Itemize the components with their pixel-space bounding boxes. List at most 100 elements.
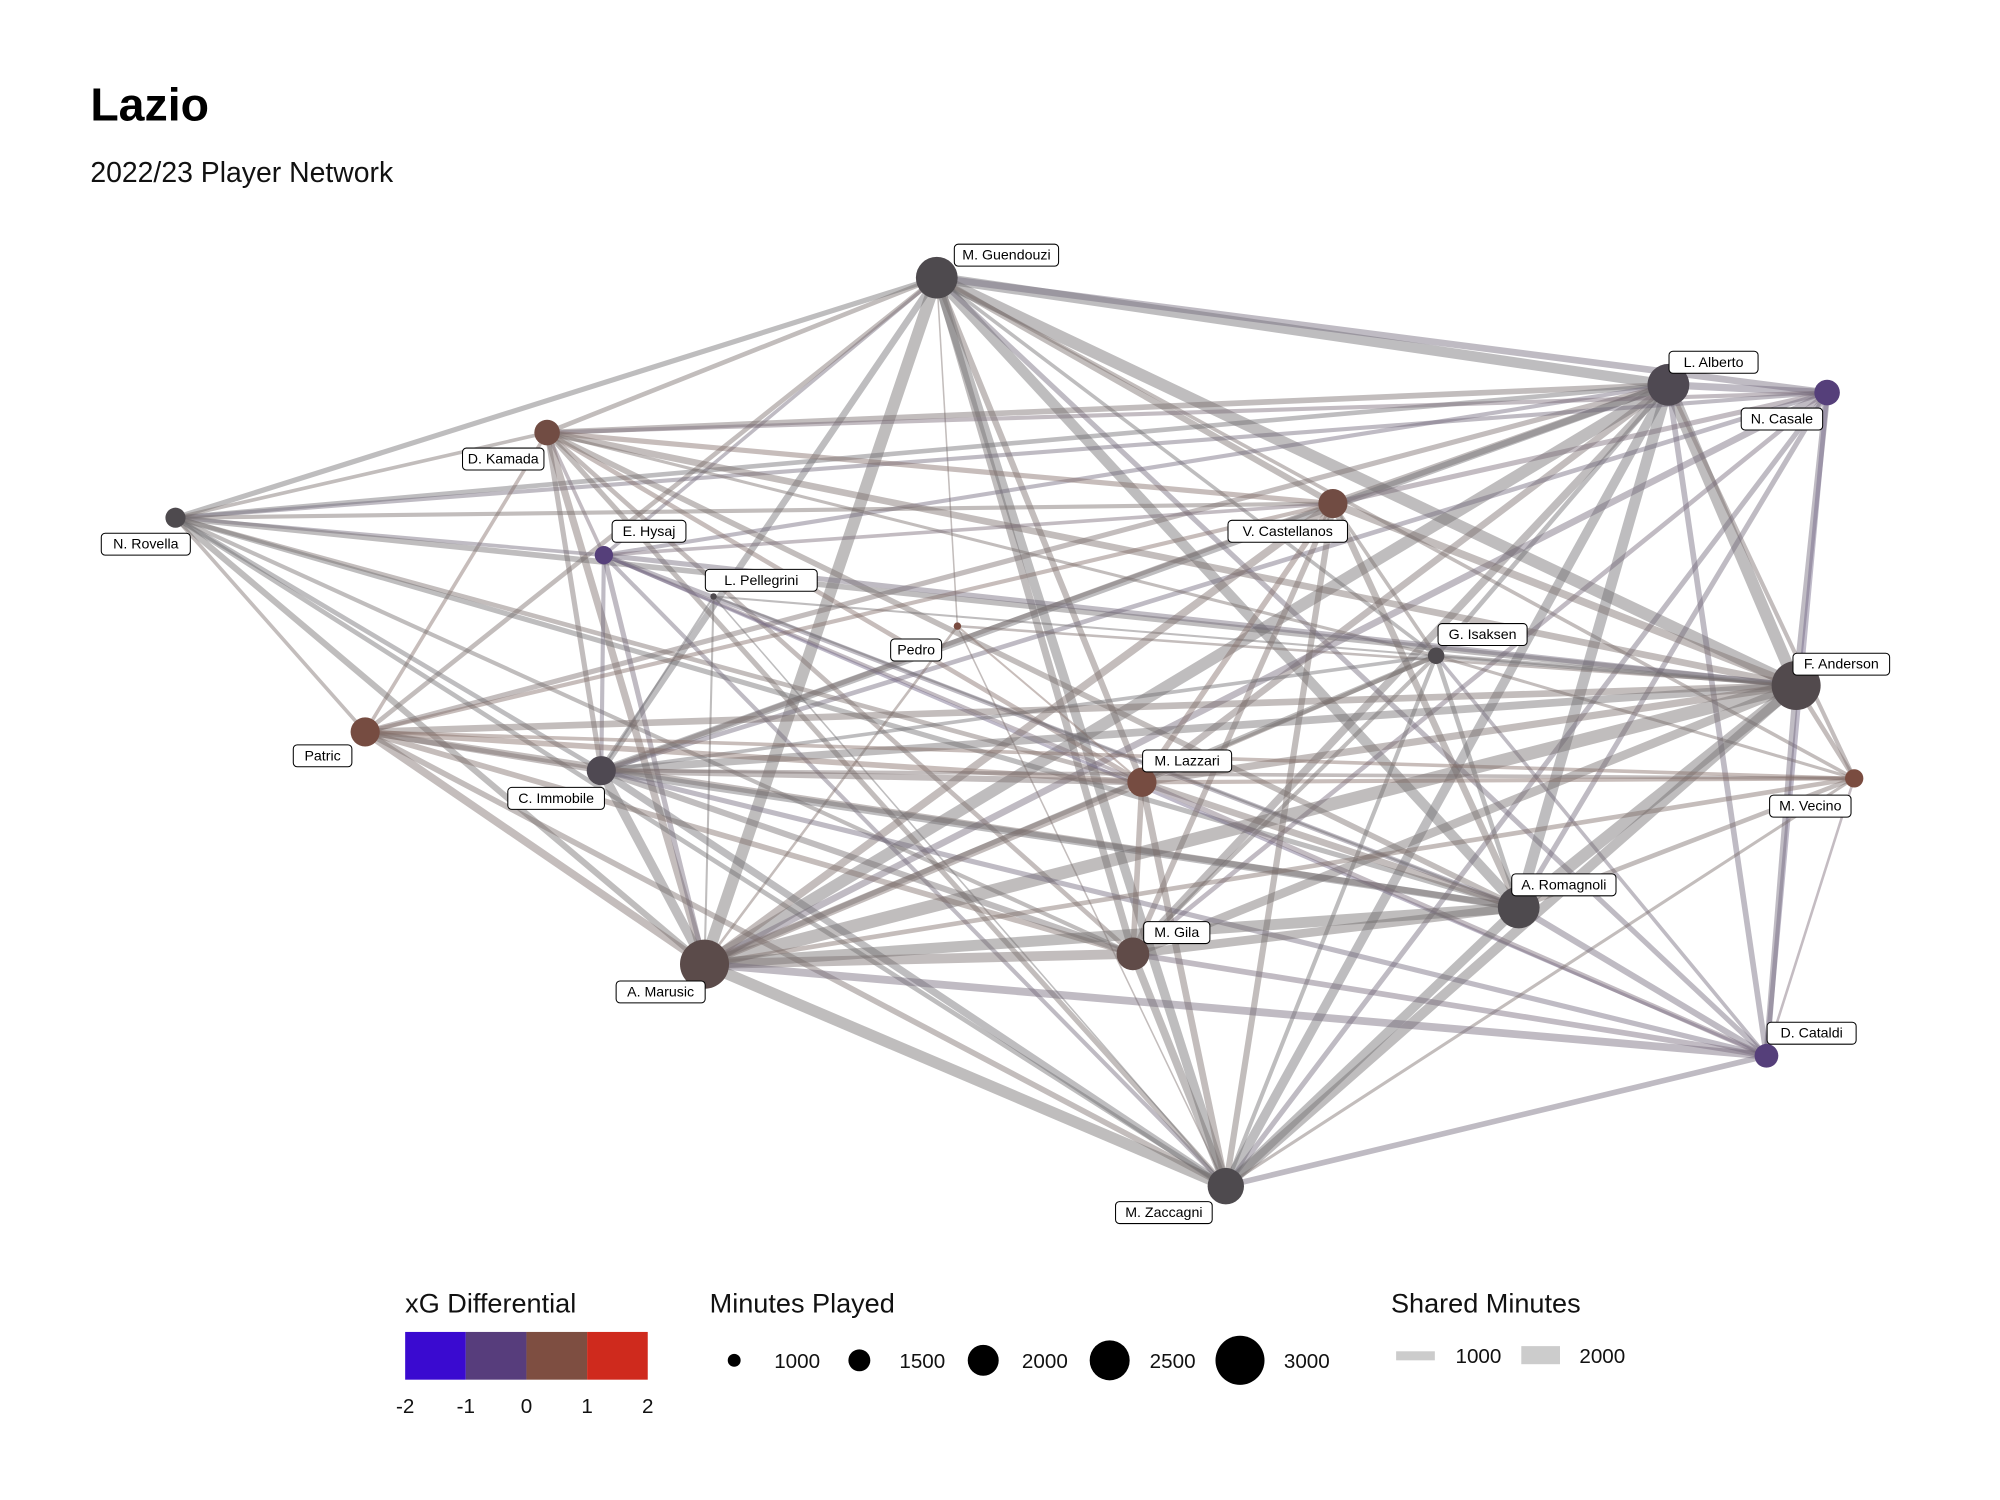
edge-g-isaksen-c-immobile — [601, 654, 1437, 773]
node-label-box — [1766, 1021, 1857, 1045]
node-label-box — [1792, 652, 1891, 676]
node-d-kamada — [534, 419, 560, 446]
edge-g-isaksen-f-anderson — [1435, 653, 1797, 688]
node-label-pedro: Pedro — [890, 638, 943, 662]
node-label-text: E. Hysaj — [623, 524, 676, 540]
node-label-m-zaccagni: M. Zaccagni — [1115, 1201, 1213, 1225]
edge-e-hysaj-m-lazzari — [603, 553, 1143, 784]
edge-l-alberto-n-rovella — [175, 382, 1669, 521]
legend-shared-line-2000 — [1521, 1346, 1560, 1365]
node-m-vecino — [1845, 769, 1864, 788]
node-label-text: A. Marusic — [627, 984, 694, 1000]
node-label-n-rovella: N. Rovella — [100, 532, 191, 556]
node-m-lazzari — [1127, 767, 1157, 797]
node-label-text: N. Rovella — [113, 537, 179, 553]
edge-patric-m-vecino — [365, 730, 1855, 781]
edge-m-lazzari-a-romagnoli — [1140, 779, 1520, 911]
edge-l-alberto-m-lazzari — [1139, 382, 1671, 785]
node-label-text: M. Lazzari — [1154, 753, 1219, 769]
legend-xg-swatch — [526, 1331, 588, 1380]
node-label-text: C. Immobile — [518, 791, 594, 807]
edge-d-kamada-v-castellanos — [546, 430, 1334, 507]
node-a-marusic — [680, 939, 730, 989]
edge-m-gila-m-zaccagni — [1129, 952, 1230, 1188]
edge-a-romagnoli-d-cataldi — [1517, 904, 1769, 1059]
edge-g-isaksen-a-romagnoli — [1433, 655, 1521, 909]
edge-v-castellanos-a-romagnoli — [1329, 502, 1522, 909]
edge-f-anderson-d-cataldi — [1763, 685, 1800, 1057]
edge-v-castellanos-g-isaksen — [1331, 502, 1438, 657]
edge-d-kamada-n-rovella — [175, 430, 548, 520]
edge-m-gila-a-marusic — [704, 948, 1134, 970]
chart-subtitle: 2022/23 Player Network — [90, 157, 394, 189]
edge-l-alberto-m-vecino — [1666, 383, 1857, 780]
edge-d-kamada-patric — [363, 431, 549, 733]
edge-n-casale-m-zaccagni — [1223, 391, 1830, 1188]
edge-l-pellegrini-a-romagnoli — [713, 595, 1520, 909]
edge-f-anderson-m-zaccagni — [1222, 681, 1800, 1190]
node-label-box — [890, 638, 943, 662]
edge-a-romagnoli-m-zaccagni — [1222, 904, 1522, 1190]
legend-minutes-dot — [727, 1353, 741, 1367]
node-label-box — [1511, 873, 1617, 897]
edge-l-alberto-d-kamada — [546, 382, 1669, 436]
edge-l-alberto-e-hysaj — [603, 382, 1669, 558]
node-v-castellanos — [1318, 488, 1348, 519]
edge-m-guendouzi-d-kamada — [546, 275, 938, 435]
edge-n-casale-c-immobile — [600, 390, 1828, 773]
legend-shared-label: 1000 — [1455, 1345, 1501, 1368]
edge-m-guendouzi-d-cataldi — [935, 275, 1769, 1058]
edge-f-anderson-a-romagnoli — [1515, 680, 1800, 913]
node-a-romagnoli — [1497, 886, 1540, 929]
edge-l-alberto-a-marusic — [701, 379, 1672, 970]
edge-c-immobile-m-gila — [600, 767, 1134, 957]
edge-m-guendouzi-g-isaksen — [935, 276, 1438, 658]
edge-n-casale-m-gila — [1131, 390, 1829, 956]
edge-n-rovella-v-castellanos — [175, 501, 1333, 520]
edge-l-alberto-g-isaksen — [1434, 383, 1671, 658]
node-n-rovella — [165, 507, 186, 528]
edge-m-guendouzi-n-rovella — [174, 275, 938, 521]
edge-m-lazzari-m-zaccagni — [1138, 781, 1230, 1187]
edge-pedro-a-marusic — [703, 625, 959, 965]
edge-patric-m-gila — [364, 729, 1134, 957]
edge-l-alberto-n-casale — [1668, 381, 1828, 397]
edge-m-guendouzi-pedro — [936, 277, 959, 627]
node-label-box — [615, 980, 706, 1004]
edge-f-anderson-patric — [365, 682, 1797, 736]
edge-v-castellanos-m-zaccagni — [1222, 503, 1336, 1187]
legend-xg-tick: 2 — [642, 1395, 653, 1418]
edge-n-casale-n-rovella — [175, 390, 1828, 520]
node-label-text: D. Cataldi — [1780, 1026, 1842, 1042]
edge-f-anderson-m-gila — [1131, 681, 1798, 958]
legend-xg-swatch — [465, 1331, 527, 1380]
node-label-text: L. Pellegrini — [724, 573, 798, 589]
node-label-text: Patric — [304, 748, 340, 764]
edge-g-isaksen-d-cataldi — [1434, 654, 1768, 1057]
edge-d-kamada-m-lazzari — [545, 430, 1144, 785]
node-label-m-guendouzi: M. Guendouzi — [953, 243, 1060, 267]
edge-a-marusic-m-zaccagni — [702, 958, 1229, 1192]
edge-patric-a-marusic — [362, 728, 707, 968]
edge-patric-m-lazzari — [364, 729, 1143, 786]
edge-n-casale-d-cataldi — [1764, 392, 1830, 1057]
node-label-box — [462, 447, 545, 471]
edge-n-rovella-c-immobile — [174, 515, 603, 773]
edge-v-castellanos-c-immobile — [600, 501, 1334, 773]
edge-d-kamada-f-anderson — [546, 429, 1797, 689]
node-patric — [350, 717, 380, 747]
legend-xg-tick: 1 — [581, 1395, 592, 1418]
edge-l-alberto-a-romagnoli — [1513, 383, 1674, 909]
legend-xg-swatch — [405, 1331, 466, 1380]
node-l-alberto — [1647, 363, 1690, 406]
edge-v-castellanos-m-gila — [1130, 502, 1336, 956]
legend-xg-tick: -1 — [457, 1395, 475, 1418]
legend-xg-title: xG Differential — [405, 1288, 576, 1319]
node-label-text: M. Vecino — [1779, 799, 1841, 815]
node-label-box — [292, 744, 353, 768]
node-label-box — [611, 519, 687, 543]
node-l-pellegrini — [710, 593, 717, 600]
edge-patric-a-romagnoli — [364, 728, 1520, 911]
legend-minutes-dot — [1215, 1335, 1265, 1385]
legend-minutes-label: 2500 — [1150, 1350, 1196, 1373]
